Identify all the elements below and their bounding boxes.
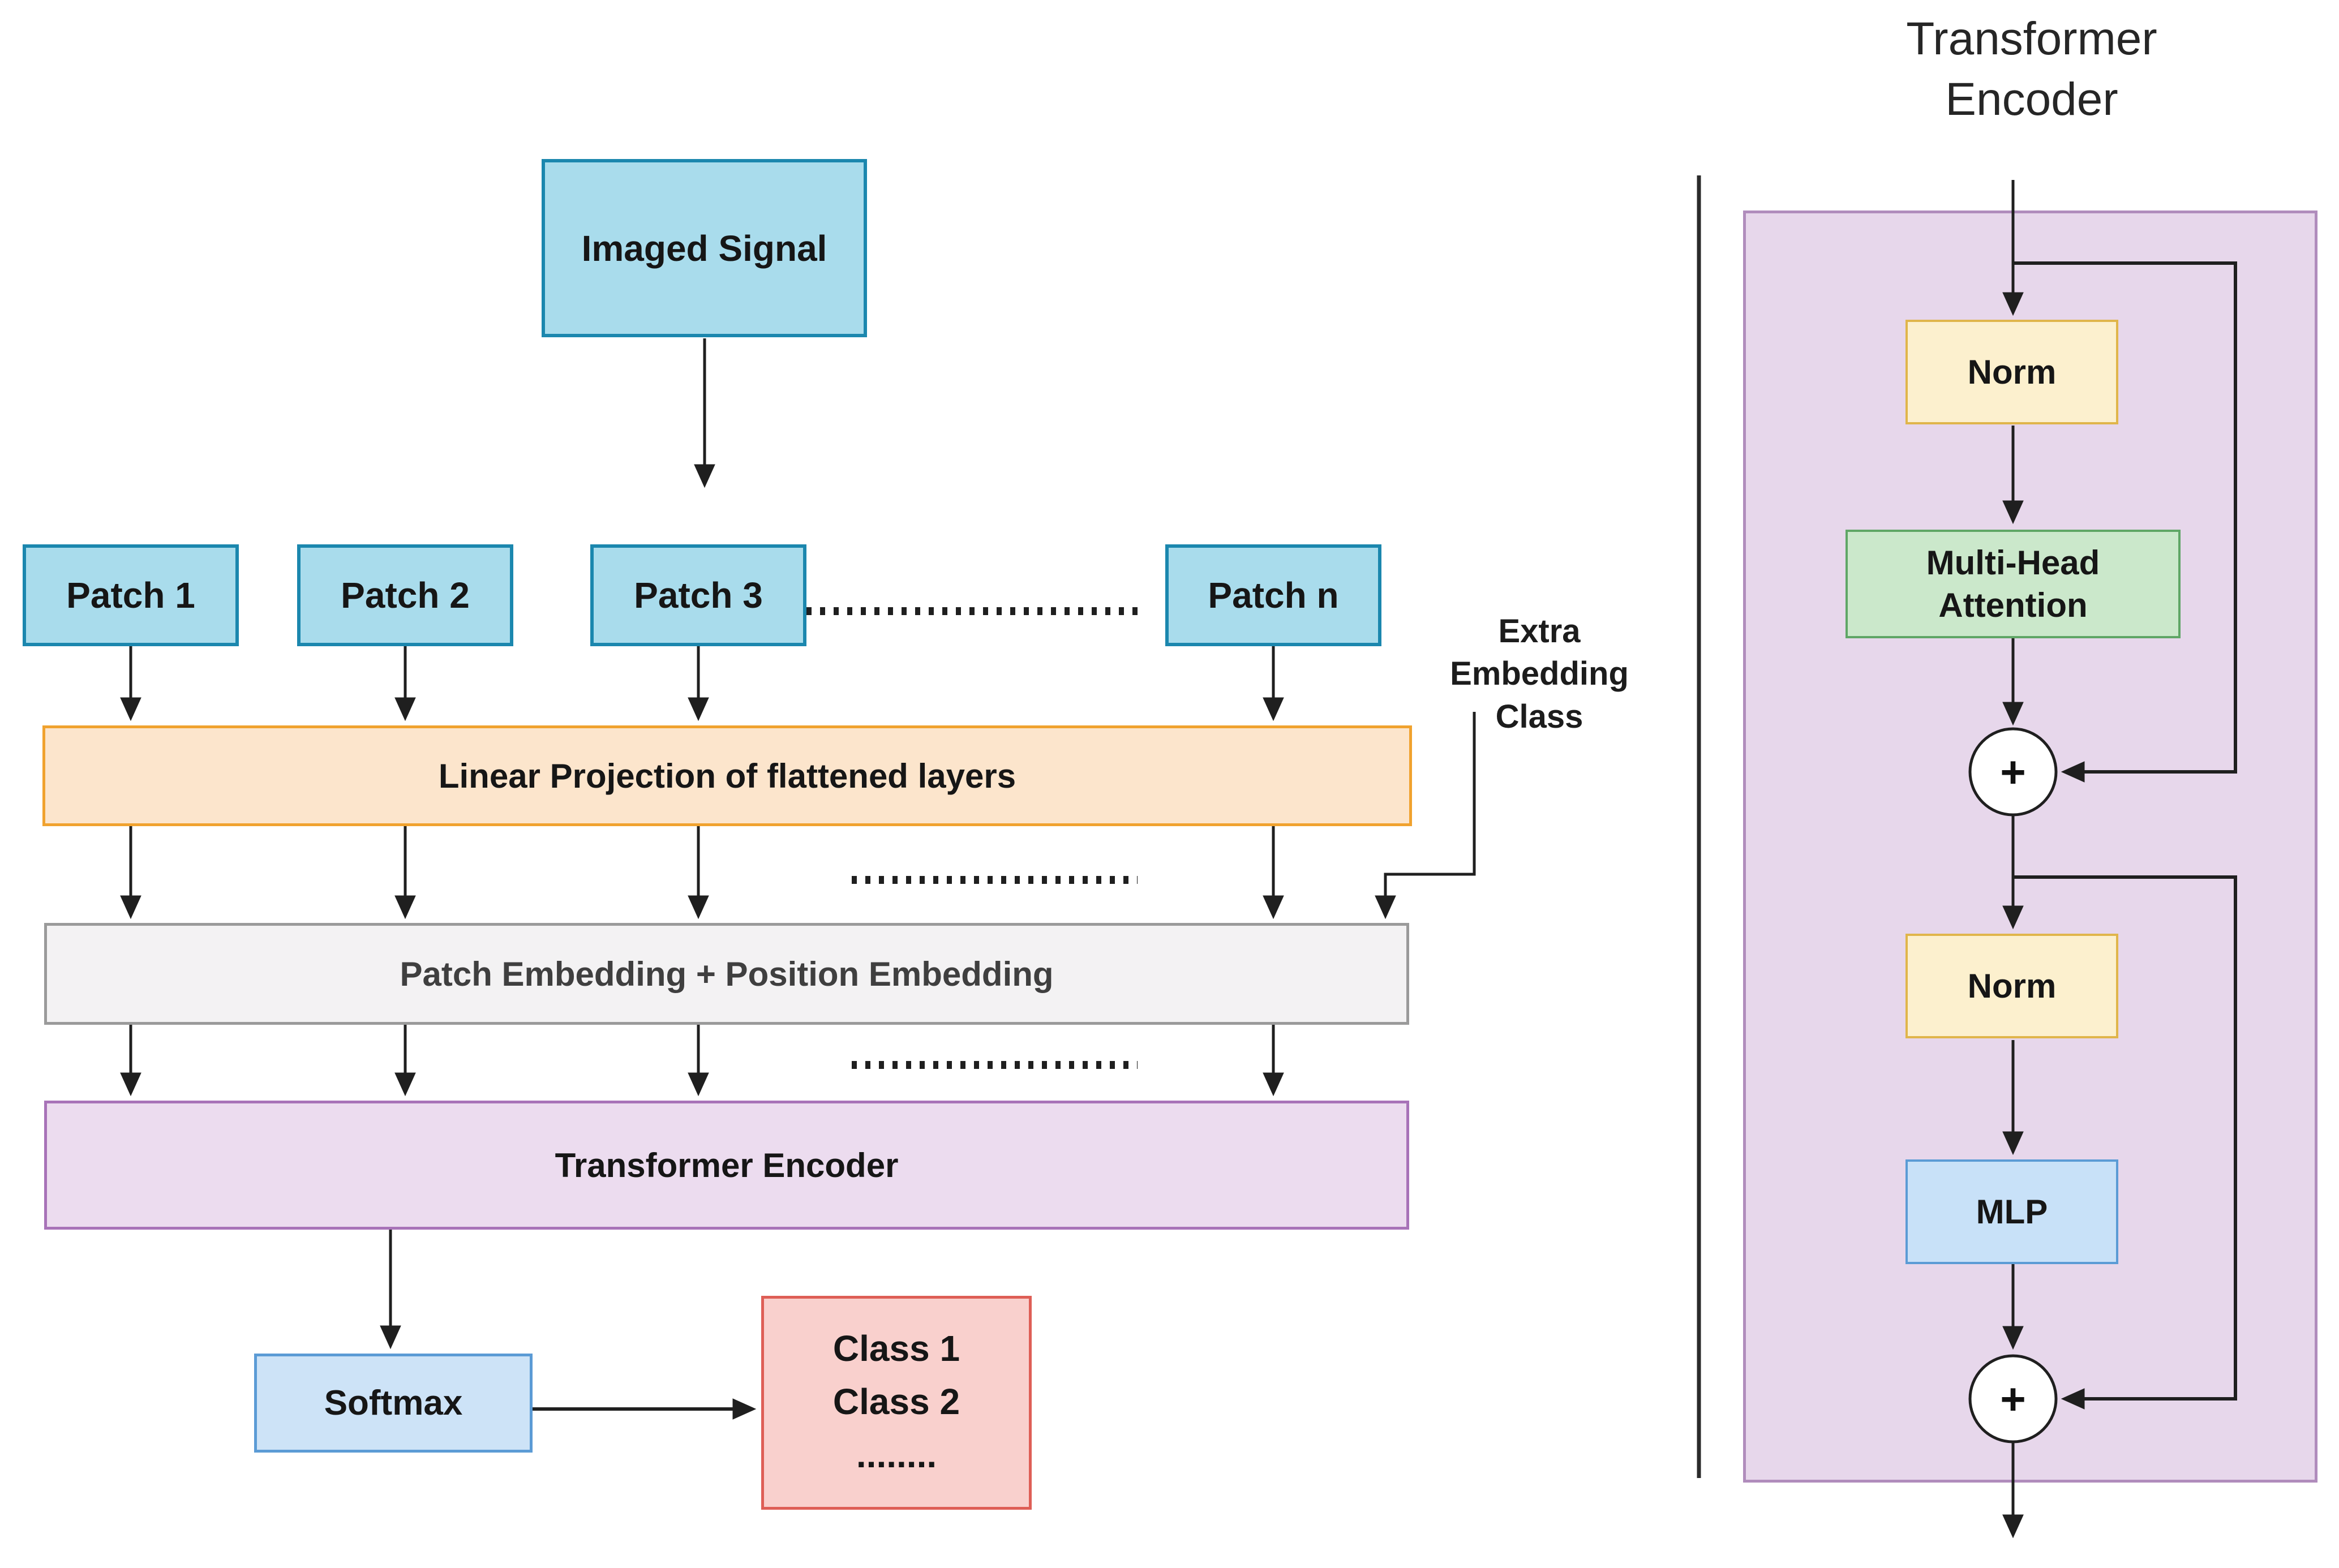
transformer-encoder-bar: Transformer Encoder xyxy=(44,1101,1409,1230)
extra-embedding-class-label: Extra Embedding Class xyxy=(1415,610,1664,738)
patch-embedding-bar: Patch Embedding + Position Embedding xyxy=(44,923,1409,1025)
class-line-dots: ........ xyxy=(856,1434,937,1475)
mlp-box: MLP xyxy=(1905,1159,2118,1264)
encoder-title-line-2: Encoder xyxy=(1945,73,2118,125)
arrow-extra-class-to-embedding xyxy=(1375,712,1476,920)
multi-head-attention-box: Multi-Head Attention xyxy=(1846,530,2181,638)
imaged-signal-box: Imaged Signal xyxy=(542,159,867,337)
patch-3-box: Patch 3 xyxy=(590,544,806,646)
plus-icon: + xyxy=(2000,1374,2026,1424)
encoder-panel-title: Transformer Encoder xyxy=(1800,9,2264,130)
softmax-box: Softmax xyxy=(254,1354,533,1453)
extra-label-line-3: Class xyxy=(1495,698,1583,735)
extra-label-line-2: Embedding xyxy=(1450,655,1629,693)
skip-connection-1 xyxy=(2013,261,2237,783)
norm-1-box: Norm xyxy=(1905,320,2118,424)
skip-connection-2 xyxy=(2013,875,2237,1410)
class-line-2: Class 2 xyxy=(832,1381,960,1422)
encoder-title-line-1: Transformer xyxy=(1906,13,2157,65)
linear-projection-bar: Linear Projection of flattened layers xyxy=(42,725,1412,826)
add-node-2 xyxy=(1968,1354,2058,1444)
patch-2-box: Patch 2 xyxy=(297,544,513,646)
patch-n-box: Patch n xyxy=(1165,544,1381,646)
class-line-1: Class 1 xyxy=(832,1328,960,1369)
norm-2-box: Norm xyxy=(1905,934,2118,1038)
add-node-1 xyxy=(1968,727,2058,817)
extra-label-line-1: Extra xyxy=(1498,613,1581,650)
class-output-box: Class 1 Class 2 ........ xyxy=(761,1296,1032,1510)
patch-1-box: Patch 1 xyxy=(23,544,239,646)
plus-icon: + xyxy=(2000,747,2026,797)
